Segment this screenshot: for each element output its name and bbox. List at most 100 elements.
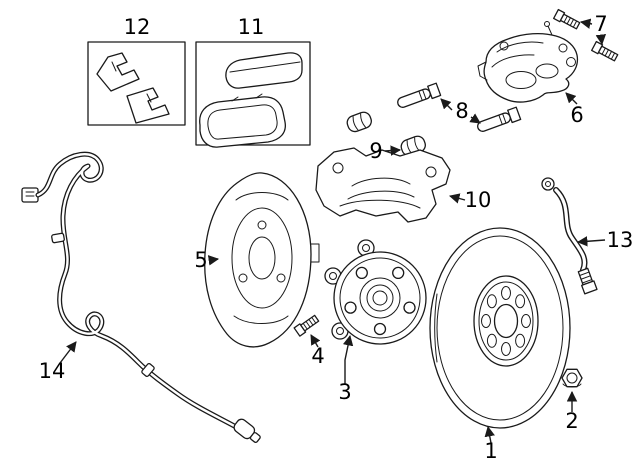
- shield-bolt-hole-1: [257, 220, 267, 230]
- caliper-bolt-hole-1: [499, 41, 509, 51]
- hose-banjo: [541, 177, 555, 191]
- brake-pad-lower-friction: [207, 104, 278, 140]
- callout-label-11: 11: [238, 15, 265, 39]
- callout-label-12: 12: [124, 15, 151, 39]
- guide-pin-boot-a: [346, 111, 372, 133]
- leader-4: [310, 334, 321, 348]
- brake-pad-lower: [199, 96, 286, 148]
- caliper-bracket-drawing: [315, 147, 451, 223]
- rotor-lug-hole: [521, 314, 531, 328]
- brake-rotor-drawing: [429, 227, 571, 429]
- rotor-lug-hole: [515, 333, 526, 348]
- leader-6: [565, 92, 578, 105]
- bracket-hole-1: [332, 162, 344, 174]
- rotor-hat-inner: [478, 281, 534, 361]
- rotor-face-edge: [436, 235, 564, 421]
- caliper-rib-1: [496, 41, 544, 53]
- leader-10: [448, 193, 466, 204]
- callout-label-8: 8: [455, 99, 468, 123]
- hub-stud: [392, 266, 405, 280]
- caliper-piston-bore-1: [505, 71, 537, 89]
- leader-8a: [440, 98, 453, 111]
- rotor-lug-hole: [486, 333, 497, 348]
- pad-kit-frame: [195, 41, 311, 146]
- leader-13: [576, 236, 606, 247]
- nut-flange: [562, 383, 582, 388]
- guide-pin-a: [397, 82, 442, 108]
- hub-stud: [355, 266, 368, 280]
- leader-lines: [59, 18, 607, 444]
- rotor-lug-hole: [501, 286, 511, 300]
- brake-pad-lower-tabs: [231, 93, 263, 102]
- hub-stud: [403, 301, 416, 314]
- retainer-clip-b: [126, 87, 170, 124]
- cable-clip-1: [51, 232, 65, 244]
- bracket-arch: [339, 199, 421, 209]
- shield-bolt-hole-2: [238, 273, 248, 283]
- caliper-bolt-hole-2: [558, 43, 568, 53]
- leader-8b: [469, 113, 481, 124]
- brake-hose-drawing: [541, 177, 598, 295]
- hub-stud: [344, 301, 357, 314]
- callout-label-5: 5: [194, 248, 207, 272]
- hub-stud: [373, 322, 387, 336]
- caliper-piston-bore-2: [535, 63, 559, 79]
- brake-pad-upper: [225, 52, 303, 89]
- shield-step-ring: [231, 207, 293, 309]
- clip-kit-frame: [87, 41, 186, 126]
- pad-kit-box: [195, 41, 311, 148]
- brake-caliper-drawing: [477, 21, 579, 103]
- sensor-connector-detail: [25, 191, 35, 197]
- shield-slot-top: [235, 192, 289, 201]
- leader-14: [59, 341, 77, 364]
- leader-7a: [579, 18, 593, 29]
- caliper-bolt-b: [591, 40, 619, 62]
- callout-label-14: 14: [39, 359, 66, 383]
- hub-ear-3-hole: [362, 244, 370, 252]
- callout-label-6: 6: [570, 103, 583, 127]
- hose-run-inner: [554, 188, 587, 272]
- leader-1: [484, 425, 495, 444]
- retainer-clip-a: [96, 52, 140, 92]
- caliper-rib-2: [491, 54, 535, 68]
- hub-bearing-inner: [366, 284, 394, 312]
- callout-label-7: 7: [594, 12, 607, 36]
- shield-center-hole: [248, 236, 276, 280]
- shield-slot-bottom: [233, 315, 289, 324]
- caliper-bleeder-tip: [544, 21, 550, 27]
- nut-hex: [561, 368, 583, 388]
- hub-bearing-outer: [359, 277, 401, 319]
- rotor-hat-outer: [473, 275, 539, 367]
- shield-outline: [204, 172, 312, 348]
- callout-label-10: 10: [465, 188, 492, 212]
- caliper-bleeder: [547, 25, 553, 36]
- splash-shield-drawing: [204, 172, 320, 348]
- hub-bearing-drawing: [324, 239, 427, 345]
- nut-hole: [566, 372, 578, 384]
- bracket-slot-2: [347, 190, 415, 200]
- rotor-lug-hole: [481, 314, 491, 328]
- rotor-lug-hole: [501, 342, 511, 356]
- rotor-center-hole: [493, 303, 519, 339]
- callout-label-2: 2: [565, 409, 578, 433]
- rotor-outer: [429, 227, 571, 429]
- hose-banjo-hole: [545, 181, 551, 187]
- retainer-clip-a-detail: [111, 61, 117, 72]
- rotor-thickness-line: [434, 293, 438, 363]
- callout-label-13: 13: [607, 228, 634, 252]
- hub-center-bore: [372, 290, 388, 306]
- bracket-slot-1: [351, 177, 411, 187]
- abs-sensor-drawing: [21, 151, 261, 444]
- shield-bolt-hole-3: [276, 273, 286, 283]
- bracket-body: [315, 147, 451, 223]
- leader-9: [384, 145, 402, 156]
- retainer-clip-b-detail: [146, 93, 152, 103]
- leader-7b: [595, 33, 607, 46]
- leader-3: [342, 334, 354, 384]
- hose-run: [553, 187, 588, 273]
- hub-ear-1-hole: [336, 327, 344, 335]
- caliper-body: [483, 32, 579, 103]
- hub-ear-2-hole: [329, 272, 337, 280]
